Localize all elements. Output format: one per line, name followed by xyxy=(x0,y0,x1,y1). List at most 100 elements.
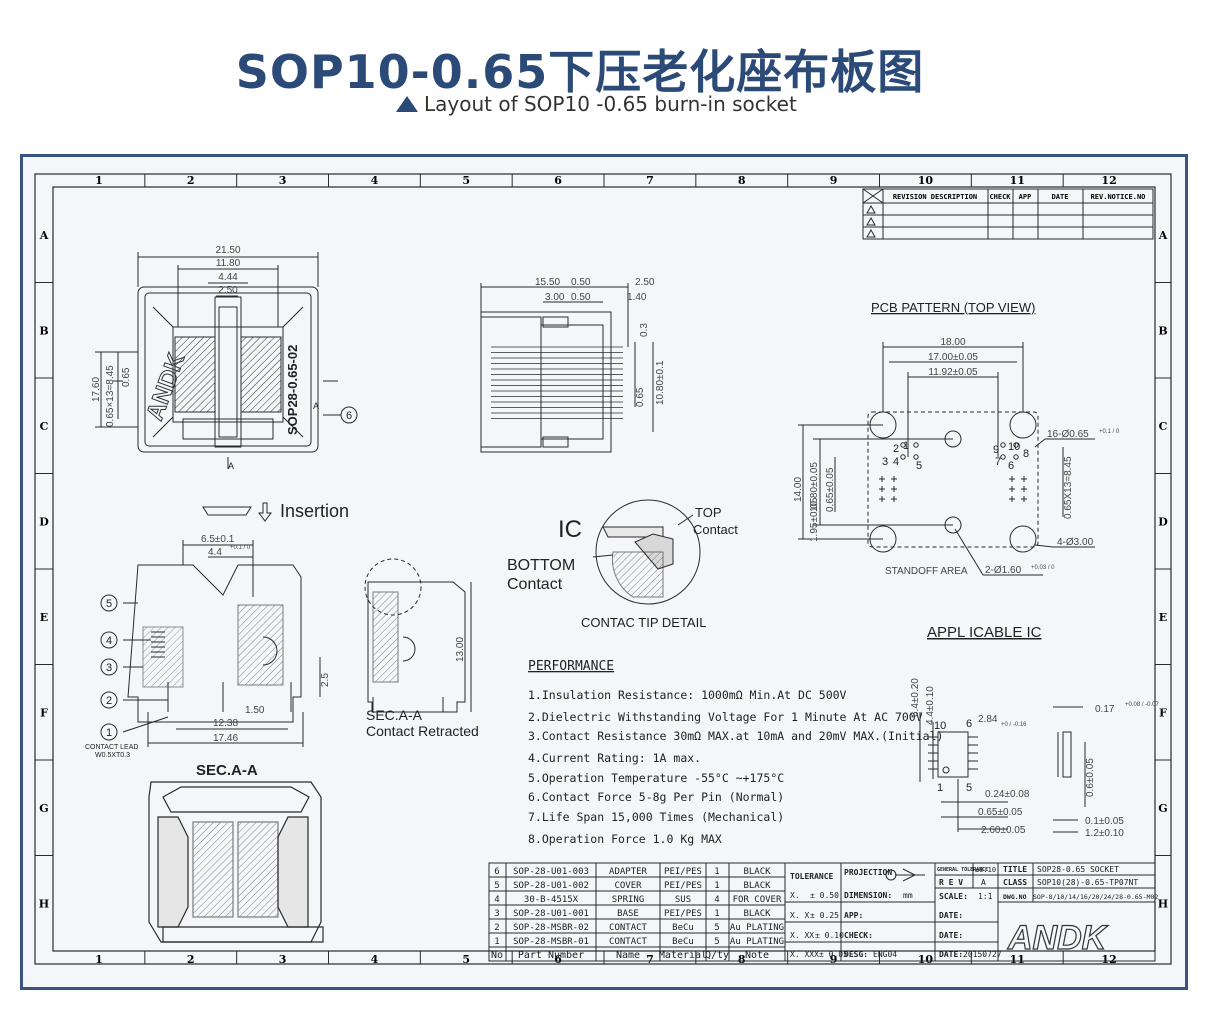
pcb-mount-note: 4-Ø3.00 xyxy=(1057,537,1094,548)
dim-ic-44: 4.4±0.10 xyxy=(925,686,936,725)
pcb-pad-cross xyxy=(891,476,897,482)
tb-unit: mm xyxy=(903,891,913,900)
pcb-pin-numbers: 1 2 3 4 5 6 7 8 9 10 xyxy=(882,440,1029,472)
tb-title-label: TITLE xyxy=(1003,865,1027,874)
dim-side-050a: 0.50 xyxy=(571,277,591,288)
dim-ic-017-tol: +0.08 / -0.07 xyxy=(1125,702,1160,708)
tb-designer: ENG04 xyxy=(873,950,897,959)
dim-ic-64: 6.4±0.20 xyxy=(910,678,921,717)
contact-tip-title: CONTAC TIP DETAIL xyxy=(581,615,706,630)
dim-ic-065: 0.65±0.05 xyxy=(978,807,1023,818)
page-subtitle: Layout of SOP10 -0.65 burn-in socket xyxy=(396,92,797,116)
tb-scale-label: SCALE: xyxy=(939,892,968,901)
contact-tip-detail xyxy=(592,499,701,605)
pcb-pin-4: 4 xyxy=(893,456,899,468)
dim-ic-024: 0.24±0.08 xyxy=(985,789,1030,800)
insertion-symbol xyxy=(202,502,272,522)
zone-col-top: 11 xyxy=(1010,174,1025,187)
pcb-hole xyxy=(900,442,906,448)
tb-class-label: CLASS xyxy=(1003,878,1027,887)
performance-item-5: 5.Operation Temperature -55°C ~+175°C xyxy=(528,771,784,785)
pcb-hole xyxy=(913,442,919,448)
bom-cell: BLACK xyxy=(743,867,771,877)
zone-row-right: A xyxy=(1158,229,1168,242)
pcb-pad-cross xyxy=(1009,486,1015,492)
ic-label: IC xyxy=(558,516,582,543)
callout-4: 4 xyxy=(106,635,112,647)
zone-col-bottom: 6 xyxy=(554,953,562,966)
pcb-pad-cross xyxy=(879,486,885,492)
contact-lead-size: W0.5XT0.3 xyxy=(95,752,130,759)
bom-cell: SOP-28-MSBR-01 xyxy=(513,937,589,947)
zone-col-bottom: 8 xyxy=(738,953,746,966)
dim-side-065: 0.65 xyxy=(635,387,646,407)
pcb-pins-note: 2-Ø1.60 xyxy=(985,565,1022,576)
zone-col-bottom: 11 xyxy=(1010,953,1025,966)
callout-1: 1 xyxy=(106,727,112,739)
pcb-pad-cross xyxy=(891,496,897,502)
zone-row-left: B xyxy=(39,324,48,337)
zone-row-right: F xyxy=(1159,706,1167,719)
tb-tol-xxxx: X. XXX xyxy=(790,950,819,959)
tb-date-label-2: DATE: xyxy=(939,931,963,940)
tb-rev-label: R E V xyxy=(939,878,963,887)
pcb-hole xyxy=(1013,454,1019,460)
pcb-title: PCB PATTERN (TOP VIEW) xyxy=(871,300,1035,315)
pcb-pin-5: 5 xyxy=(916,460,922,472)
pcb-pin-10: 10 xyxy=(1008,441,1020,453)
performance-item-2: 2.Dielectric Withstanding Voltage For 1 … xyxy=(528,710,923,724)
zone-col-bottom: 3 xyxy=(279,953,287,966)
pcb-dims: 18.00 17.00±0.05 11.92±0.05 14.00 10.80±… xyxy=(793,337,1120,577)
tb-tol-x-val: ± 0.50 xyxy=(810,891,839,900)
bom-table xyxy=(488,862,786,962)
side-view-dims: 15.50 0.50 2.50 3.00 0.50 1.40 0.3 0.65 … xyxy=(535,277,666,407)
tb-dwg: SOP-8/10/14/16/20/24/28-0.65-M02 xyxy=(1033,893,1158,901)
dim-sec-25: 2.5 xyxy=(320,673,331,687)
tb-rev: A xyxy=(981,878,986,887)
bom-cell: SOP-28-U01-001 xyxy=(513,909,589,919)
zone-row-left: E xyxy=(40,611,48,624)
page-title: SOP10-0.65下压老化座布板图 xyxy=(235,45,925,99)
bom-cell: BLACK xyxy=(743,881,771,891)
section-view xyxy=(100,540,321,747)
ic-pin-10: 10 xyxy=(934,720,946,732)
tb-tol-x: X. xyxy=(790,891,800,900)
dim-ic-284-tol: +0 / -0.16 xyxy=(1001,722,1027,728)
andk-logo: ANDK xyxy=(1007,919,1109,957)
dim-ic-01: 0.1±0.05 xyxy=(1085,816,1124,827)
title-block xyxy=(784,862,1156,962)
bom-cell: Au PLATING xyxy=(730,923,784,933)
bom-cell: 1 xyxy=(714,881,719,891)
pcb-hole xyxy=(1000,454,1006,460)
tb-dimension: DIMENSION: xyxy=(844,891,892,900)
tb-tol-xxx-val: ± 0.10 xyxy=(815,931,844,940)
subtitle-text: Layout of SOP10 -0.65 burn-in socket xyxy=(424,92,797,116)
zone-row-left: A xyxy=(39,229,49,242)
dim-pcb-pitch: 0.65X13=8.45 xyxy=(1063,456,1074,519)
rev-header-date: DATE xyxy=(1052,193,1069,201)
tb-class: SOP10(28)-0.65-TP07NT xyxy=(1037,878,1138,887)
dim-ic-12: 1.2±0.10 xyxy=(1085,828,1124,839)
dim-top-2150: 21.50 xyxy=(215,245,240,256)
zone-col-top: 1 xyxy=(95,174,103,187)
section-marker-right: A xyxy=(313,401,319,411)
tb-tolerance: TOLERANCE xyxy=(790,872,834,881)
zone-row-left: H xyxy=(39,897,49,910)
zone-col-top: 5 xyxy=(462,174,470,187)
zone-row-left: C xyxy=(40,420,49,433)
zone-col-top: 3 xyxy=(279,174,287,187)
bom-cell: 1 xyxy=(494,937,499,947)
callout-2: 2 xyxy=(106,695,112,707)
retracted-label-1: SEC.A-A xyxy=(366,707,423,723)
tb-general-tol: GENERAL TOLERANCE xyxy=(937,867,988,873)
tb-title: SOP28-0.65 SOCKET xyxy=(1037,865,1119,874)
bottom-contact-label-1: BOTTOM xyxy=(507,557,575,574)
zone-col-bottom: 12 xyxy=(1101,953,1116,966)
bom-cell: 1 xyxy=(714,867,719,877)
zone-row-right: H xyxy=(1158,897,1168,910)
tb-tol-xx: X. X xyxy=(790,911,809,920)
pcb-pin-7: 7 xyxy=(995,456,1001,468)
zone-col-bottom: 5 xyxy=(462,953,470,966)
performance-item-8: 8.Operation Force 1.0 Kg MAX xyxy=(528,832,722,846)
bom-cell: 5 xyxy=(714,937,719,947)
